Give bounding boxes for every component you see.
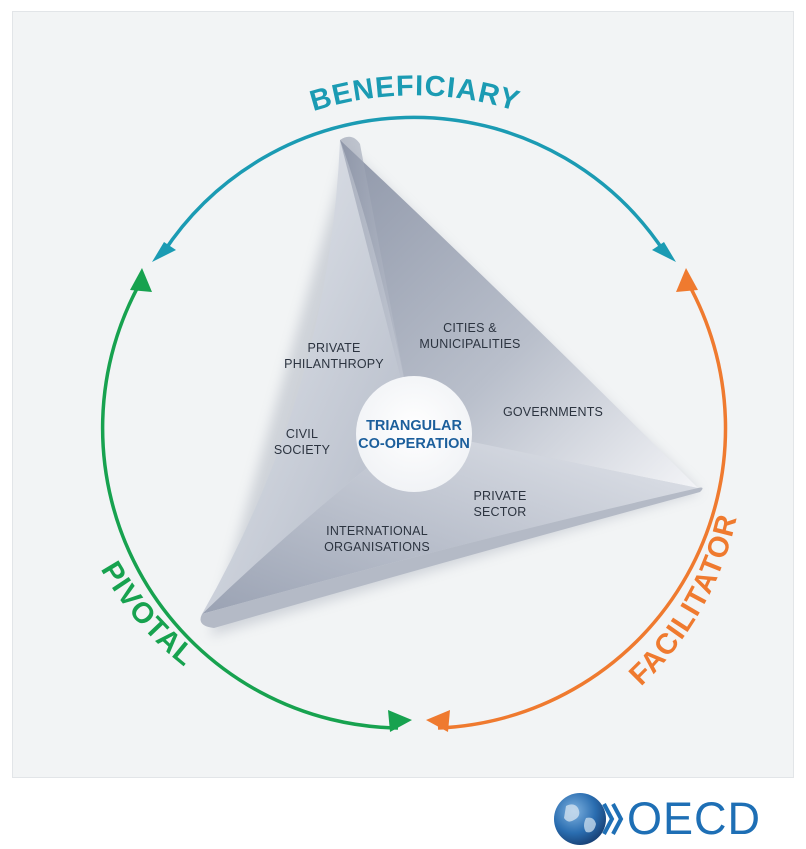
globe-continent-icon xyxy=(564,804,580,822)
role-label-facilitator: FACILITATOR xyxy=(623,511,744,692)
actor-label-line: PHILANTHROPY xyxy=(284,357,384,371)
actor-international-organisations: INTERNATIONAL ORGANISATIONS xyxy=(324,524,430,554)
actor-label-line: ORGANISATIONS xyxy=(324,540,430,554)
oecd-logo-text: OECD xyxy=(627,793,762,844)
actor-label-line: MUNICIPALITIES xyxy=(419,337,520,351)
center-label-line-2: CO-OPERATION xyxy=(358,436,470,452)
actor-private-sector: PRIVATE SECTOR xyxy=(473,489,526,519)
role-label-pivotal-path: PIVOTAL xyxy=(94,556,200,673)
role-label-facilitator-path: FACILITATOR xyxy=(623,511,743,692)
globe-icon xyxy=(554,793,606,845)
pivotal-arc xyxy=(100,282,399,730)
role-arcs xyxy=(100,115,728,732)
actor-governments: GOVERNMENTS xyxy=(503,405,603,419)
actor-label-line: CITIES & xyxy=(443,321,497,335)
chevron-right-icon xyxy=(611,803,624,835)
facet-top-ridge xyxy=(340,136,414,431)
role-label-pivotal: PIVOTAL xyxy=(94,556,201,673)
actor-label-line: SOCIETY xyxy=(274,443,331,457)
oecd-logo xyxy=(554,793,624,845)
actor-civil-society: CIVIL SOCIETY xyxy=(274,427,331,457)
actor-label-line: PRIVATE xyxy=(307,341,360,355)
globe-continent-icon xyxy=(584,817,596,833)
beneficiary-arc xyxy=(161,115,667,254)
beneficiary-arrowhead-left-icon xyxy=(152,242,176,262)
chevron-right-icon xyxy=(602,803,615,835)
actor-label-line: CIVIL xyxy=(286,427,318,441)
facet-left xyxy=(202,140,414,614)
facilitator-arrowhead-top-icon xyxy=(676,268,698,292)
actor-label-line: INTERNATIONAL xyxy=(326,524,428,538)
actor-cities-municipalities: CITIES & MUNICIPALITIES xyxy=(419,321,520,351)
triangle-facets xyxy=(200,136,703,628)
pivotal-arrowhead-bottom-icon xyxy=(388,710,412,732)
actor-label-line: PRIVATE xyxy=(473,489,526,503)
role-label-beneficiary-path: BENEFICIARY xyxy=(306,70,522,118)
actor-label-line: GOVERNMENTS xyxy=(503,405,603,419)
role-label-beneficiary: BENEFICIARY xyxy=(306,70,523,118)
center-label-line-1: TRIANGULAR xyxy=(366,418,462,434)
facet-bottom xyxy=(202,430,698,614)
facilitator-arrowhead-bottom-icon xyxy=(426,710,450,732)
facilitator-arc xyxy=(437,282,728,730)
center-disc xyxy=(356,376,472,492)
facet-bottom-edge xyxy=(200,487,703,628)
actor-label-line: SECTOR xyxy=(473,505,526,519)
beneficiary-arrowhead-right-icon xyxy=(652,242,676,262)
actor-private-philanthropy: PRIVATE PHILANTHROPY xyxy=(284,341,384,371)
pivotal-arrowhead-top-icon xyxy=(130,268,152,292)
